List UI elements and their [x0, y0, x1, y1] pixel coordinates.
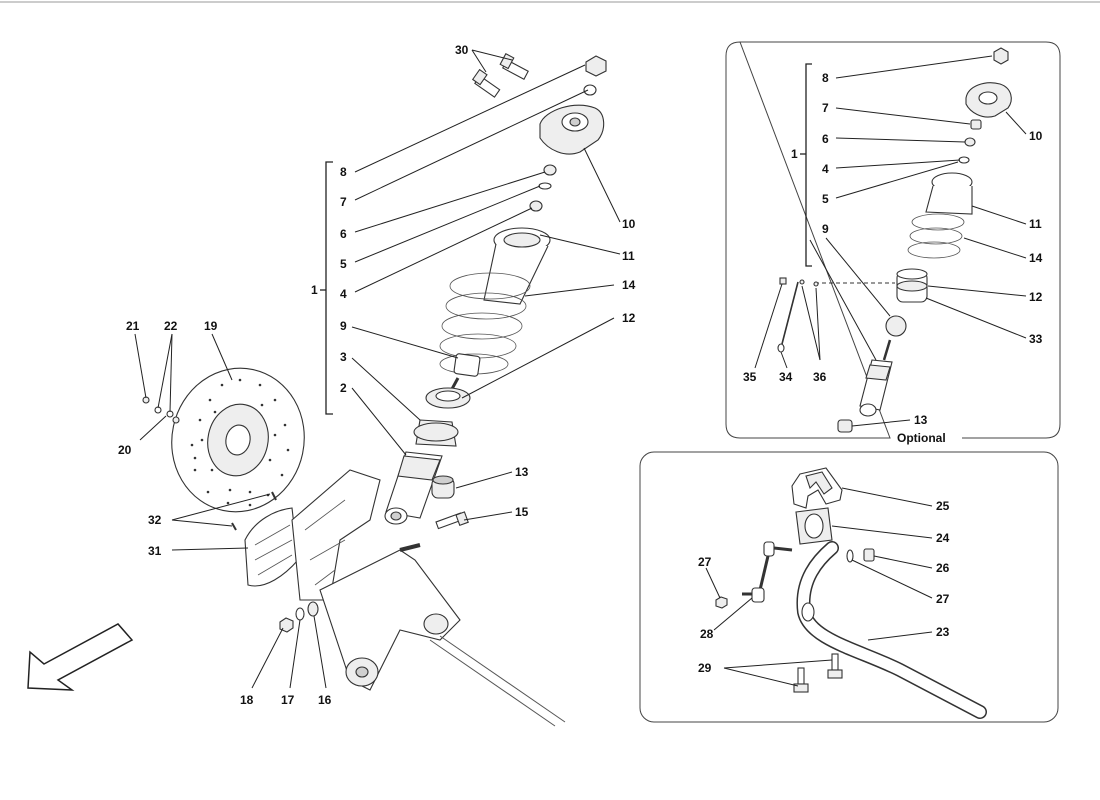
- callout-14: 14: [622, 278, 636, 292]
- callout-20: 20: [118, 443, 132, 457]
- callout-8: 8: [340, 165, 347, 179]
- bolt-30-parts: [471, 52, 529, 98]
- knuckle-upright-part: [291, 469, 381, 601]
- opt-callout-7: 7: [822, 101, 829, 115]
- callout-2: 2: [340, 381, 347, 395]
- opt-callout-34: 34: [779, 370, 793, 384]
- callout-6: 6: [340, 227, 347, 241]
- opt-callout-35: 35: [743, 370, 757, 384]
- opt-callout-4: 4: [822, 162, 829, 176]
- stabilizer-callouts: 25 24 27 26 27 28 23 29: [698, 499, 950, 675]
- callout-31: 31: [148, 544, 162, 558]
- main-assembly: [134, 49, 621, 727]
- lower-control-arm-part: [319, 543, 566, 727]
- stab-callout-23: 23: [936, 625, 950, 639]
- stab-callout-28: 28: [700, 627, 714, 641]
- opt-callout-6: 6: [822, 132, 829, 146]
- opt-callout-10: 10: [1029, 129, 1043, 143]
- stab-callout-24: 24: [936, 531, 950, 545]
- opt-callout-12: 12: [1029, 290, 1043, 304]
- opt-callout-5: 5: [822, 192, 829, 206]
- opt-callout-33: 33: [1029, 332, 1043, 346]
- opt-callout-11: 11: [1029, 217, 1042, 231]
- optional-panel: Optional: [725, 41, 1061, 445]
- stab-callout-27-right: 27: [936, 592, 950, 606]
- callout-16: 16: [318, 693, 332, 707]
- opt-callout-8: 8: [822, 71, 829, 85]
- opt-callout-1: 1: [791, 147, 798, 161]
- callout-5: 5: [340, 257, 347, 271]
- opt-callout-36: 36: [813, 370, 827, 384]
- stab-callout-27-top: 27: [698, 555, 712, 569]
- callout-3: 3: [340, 350, 347, 364]
- stab-callout-25: 25: [936, 499, 950, 513]
- stab-callout-29: 29: [698, 661, 712, 675]
- stabilizer-link-28-part: [742, 541, 793, 603]
- callout-12: 12: [622, 311, 636, 325]
- callout-1: 1: [311, 283, 318, 297]
- callout-10: 10: [622, 217, 636, 231]
- callout-9: 9: [340, 319, 347, 333]
- opt-callout-9: 9: [822, 222, 829, 236]
- callout-22: 22: [164, 319, 178, 333]
- callout-19: 19: [204, 319, 218, 333]
- brake-disc-19-part: [171, 367, 305, 513]
- callout-17: 17: [281, 693, 295, 707]
- callout-11: 11: [622, 249, 635, 263]
- callout-30: 30: [455, 43, 469, 57]
- opt-callout-14: 14: [1029, 251, 1043, 265]
- stab-callout-26: 26: [936, 561, 950, 575]
- optional-label: Optional: [897, 431, 946, 445]
- arrow-down-left-icon: [27, 623, 134, 691]
- callout-4: 4: [340, 287, 347, 301]
- main-callouts: 30 8 7 6 5 1 4 9 3 2 10 11 14 12 13 15 2…: [118, 43, 636, 707]
- callout-7: 7: [340, 195, 347, 209]
- callout-15: 15: [515, 505, 529, 519]
- callout-32: 32: [148, 513, 162, 527]
- opt-callout-13: 13: [914, 413, 928, 427]
- callout-21: 21: [126, 319, 140, 333]
- optional-callouts: 8 7 6 1 4 5 9 10 11 14 12 33 35 34 36 13: [743, 71, 1043, 427]
- callout-13: 13: [515, 465, 529, 479]
- callout-18: 18: [240, 693, 254, 707]
- bump-boot-11-part: [483, 227, 551, 305]
- top-mount-10-part: [539, 104, 605, 155]
- stabilizer-bar-panel: [639, 451, 1059, 723]
